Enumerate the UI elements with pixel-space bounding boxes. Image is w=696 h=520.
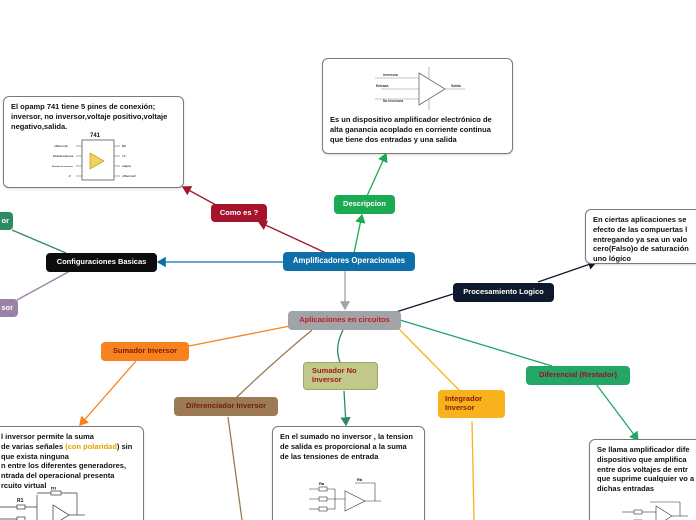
edge-procesamiento-topic [537,259,598,283]
resistor-label-rf: Rf [51,487,57,492]
edge-apps-sumador-no-inv [336,329,344,363]
chip-right-pin-2: +V [122,154,126,158]
chip-left-pin-1: offset null [54,144,68,148]
edge-sumador-inv-topic [79,360,137,426]
sumador-inversor-schematic: R1 Rf [0,487,85,520]
integrador-inversor-node[interactable]: Integrador Inversor [438,390,505,418]
resistor-label-rb: Rb [357,477,363,482]
edge-config-left1 [11,229,67,254]
diferenciador-inversor-label: Diferenciador Inversor [185,401,267,411]
integrador-inversor-label: Integrador Inversor [445,394,483,412]
central-topic[interactable]: Amplificadores Operacionales [283,252,415,271]
descripcion-node[interactable]: Descripcion [334,195,395,214]
edge-aplicaciones-procesamiento [395,293,454,313]
edge-como-es-topic [181,186,217,206]
diferenciador-inversor-node[interactable]: Diferenciador Inversor [174,397,278,416]
left-partial-label-1: or [1,215,10,225]
left-partial-label-2: sor [1,302,13,312]
edge-apps-integrador [397,327,461,392]
sumador-no-inversor-label: Sumador No Inversor [312,366,357,384]
edge-sumador-no-inv-topic [340,390,351,427]
left-partial-node-2[interactable]: sor [0,299,18,317]
edge-central-descripcion [353,213,366,254]
chip-left-pin-3: Entrada no inversora [52,165,74,168]
diferencial-topic[interactable]: Se llama amplificador dife dispositivo q… [589,439,696,520]
diferencial-schematic [622,501,688,520]
opamp-schematic-image: Inversora Entrada No inversora Salida [375,67,465,110]
chip-right-pin-3: output [122,164,131,168]
sumador-inversor-topic[interactable]: l inversor permite la suma de varias señ… [0,426,144,520]
sumador-inversor-highlight: (con polaridad [65,441,117,451]
sumador-no-inversor-topic[interactable]: En el sumado no inversor , la tension de… [272,426,425,520]
opamp-input-label-1: Inversora [383,73,398,77]
procesamiento-topic[interactable]: En ciertas aplicaciones se efecto de las… [585,209,696,264]
sumador-inversor-label: Sumador Inversor [112,346,178,356]
procesamiento-topic-text: En ciertas aplicaciones se efecto de las… [593,215,689,263]
edge-config-left2 [16,270,71,301]
descripcion-label: Descripcion [343,199,386,209]
opamp-output-label: Salida [451,84,461,88]
edge-central-como-es [257,220,327,254]
configuraciones-node[interactable]: Configuraciones Basicas [46,253,157,272]
aplicaciones-node[interactable]: Aplicaciones en circuitos [288,311,401,330]
edge-diferencial-topic [595,383,639,442]
diferencial-topic-text: Se llama amplificador dife dispositivo q… [597,445,695,493]
como-es-topic-text: El opamp 741 tiene 5 pines de conexión; … [11,102,168,131]
sumador-no-inversor-schematic: Ra Rb [309,477,381,512]
sumador-inversor-topic-text: l inversor permite la suma de varias señ… [1,432,136,491]
edge-apps-diferenciador [235,329,313,399]
chip-right-pin-1: NC [122,144,126,148]
resistor-label-ra: Ra [319,481,325,486]
chip-741-image: 741 offset null Entrada inversora Entrad… [52,133,136,181]
como-es-topic[interactable]: El opamp 741 tiene 5 pines de conexión; … [3,96,184,188]
sumador-no-inversor-topic-text: En el sumado no inversor , la tension de… [280,432,413,461]
diferencial-node[interactable]: Diferencial (Restador) [526,366,630,385]
aplicaciones-label: Aplicaciones en circuitos [299,315,390,325]
sumador-inversor-node[interactable]: Sumador Inversor [101,342,189,361]
resistor-label-r1: R1 [17,498,24,504]
chip-741-label: 741 [90,133,101,139]
edge-descripcion-topic [366,152,388,197]
opamp-input-label-3: No inversora [383,99,403,103]
chip-left-pin-4: -V [68,174,71,178]
sumador-inversor-text-2: ) sin que exista ninguna n entre los dif… [1,441,133,490]
sumador-inversor-text-1: l inversor permite la suma de varias señ… [1,432,94,451]
chip-left-pin-2: Entrada inversora [53,155,74,158]
procesamiento-label: Procesamiento Logico [463,287,544,297]
central-topic-label: Amplificadores Operacionales [292,256,406,266]
edge-integrador-down [471,420,475,520]
edge-diferenciador-down [227,416,243,520]
como-es-label: Como es ? [219,207,259,217]
como-es-node[interactable]: Como es ? [211,204,267,222]
descripcion-topic[interactable]: Inversora Entrada No inversora Salida Es… [322,58,513,154]
opamp-input-label-2: Entrada [376,84,388,88]
chip-right-pin-4: offset null [122,174,136,178]
sumador-no-inversor-node[interactable]: Sumador No Inversor [303,362,378,390]
descripcion-topic-text: Es un dispositivo amplificador electróni… [330,115,492,144]
left-partial-node-1[interactable]: or [0,212,13,230]
edge-apps-sumador-inv [188,325,291,347]
edge-apps-diferencial [399,319,553,367]
configuraciones-label: Configuraciones Basicas [56,257,147,267]
procesamiento-node[interactable]: Procesamiento Logico [453,283,554,302]
diferencial-label: Diferencial (Restador) [539,370,617,380]
